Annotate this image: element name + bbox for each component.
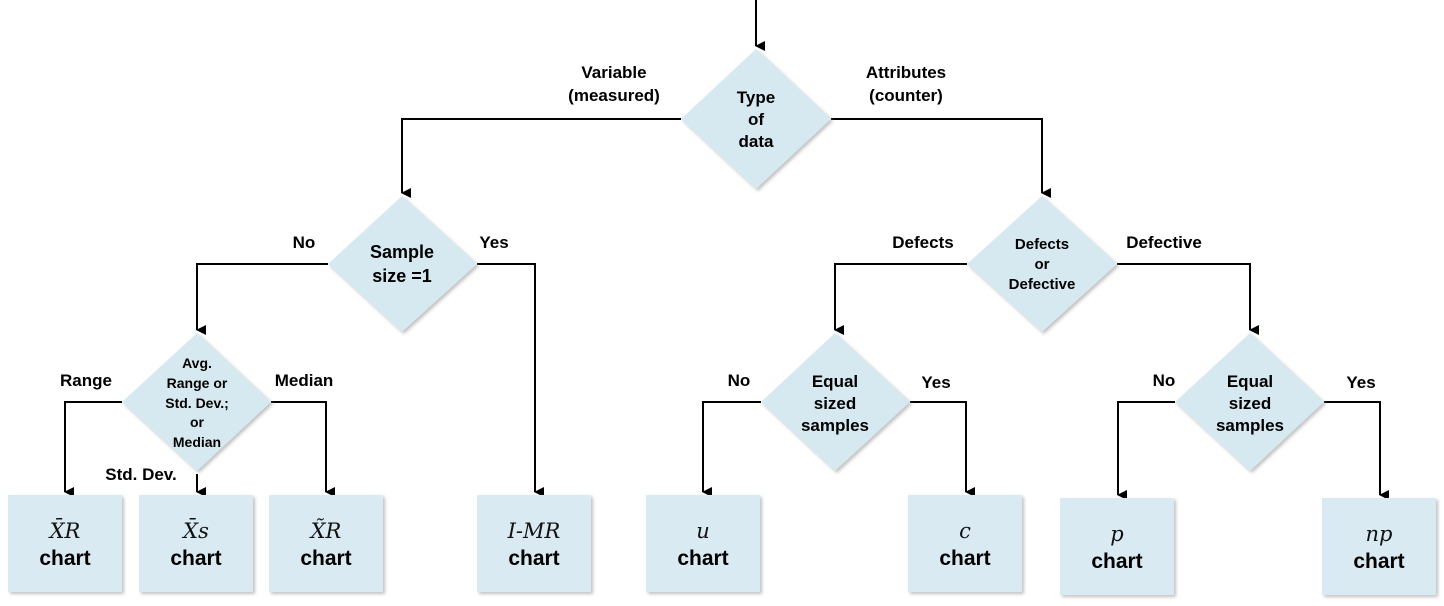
chart-symbol: p	[1110, 522, 1123, 546]
label-variable: Variable	[581, 63, 646, 82]
sample-size-line-1: Sample	[370, 242, 434, 262]
avg-range-line-5: Median	[173, 434, 221, 450]
decision-type-of-data: Type of data	[681, 49, 831, 189]
edge-yes-c	[910, 401, 975, 497]
label-yes-np: Yes	[1346, 373, 1375, 392]
edge-no-u	[702, 401, 761, 497]
equal-sized-right-line-1: Equal	[1227, 372, 1273, 391]
avg-range-line-1: Avg.	[182, 355, 212, 371]
edge-no-p	[1117, 401, 1175, 500]
edge-sample-no	[196, 263, 328, 335]
equal-sized-left-line-3: samples	[801, 416, 869, 435]
chart-box-u: u chart	[646, 495, 760, 592]
label-sample-yes: Yes	[479, 233, 508, 252]
chart-symbol: np	[1366, 522, 1393, 546]
label-defective: Defective	[1126, 233, 1202, 252]
chart-label: chart	[39, 547, 90, 570]
type-of-data-line-1: Type	[737, 88, 775, 107]
equal-sized-left-line-2: sized	[814, 394, 857, 413]
chart-label: chart	[939, 547, 990, 570]
edge-sample-yes	[477, 263, 544, 497]
decision-sample-size: Sample size =1	[328, 196, 477, 332]
label-sample-no: No	[293, 233, 316, 252]
chart-box-np: np chart	[1322, 498, 1436, 595]
chart-label: chart	[1091, 550, 1142, 573]
label-measured: (measured)	[568, 86, 660, 105]
type-of-data-line-2: of	[748, 110, 764, 129]
edge-range	[64, 401, 122, 497]
chart-box-median-r: X̃R chart	[269, 495, 383, 592]
edge-defective	[1117, 263, 1259, 335]
edge-defects	[834, 263, 967, 335]
chart-box-c: c chart	[908, 495, 1022, 592]
label-no-p: No	[1153, 371, 1176, 390]
edge-variable	[401, 118, 681, 198]
avg-range-line-3: Std. Dev.;	[165, 395, 229, 411]
connectors	[64, 0, 1389, 500]
chart-box-i-mr: I-MR chart	[477, 495, 591, 592]
chart-label: chart	[677, 547, 728, 570]
label-median: Median	[275, 371, 334, 390]
equal-sized-right-line-2: sized	[1229, 394, 1272, 413]
label-no-u: No	[728, 371, 751, 390]
label-yes-c: Yes	[921, 373, 950, 392]
chart-box-xbar-r: X̄R chart	[8, 495, 122, 592]
label-range: Range	[60, 371, 112, 390]
sample-size-line-2: size =1	[372, 266, 432, 286]
edge-labels: Variable (measured) Attributes (counter)…	[60, 63, 1376, 484]
decision-equal-sized-samples-u-c: Equal sized samples	[761, 333, 910, 471]
label-std-dev: Std. Dev.	[105, 465, 176, 484]
chart-label: chart	[300, 547, 351, 570]
chart-symbol: X̄R	[48, 518, 81, 543]
decision-avg-range-std-median: Avg. Range or Std. Dev.; or Median	[122, 333, 271, 471]
equal-sized-left-line-1: Equal	[812, 372, 858, 391]
decision-equal-sized-samples-p-np: Equal sized samples	[1175, 333, 1324, 471]
chart-box-xbar-s: X̄s chart	[139, 495, 253, 592]
chart-symbol: I-MR	[507, 519, 561, 543]
label-counter: (counter)	[869, 86, 943, 105]
label-attributes: Attributes	[866, 63, 946, 82]
chart-symbol: c	[959, 519, 971, 543]
avg-range-line-2: Range or	[167, 375, 228, 391]
chart-symbol: X̄s	[181, 518, 209, 543]
chart-symbol: X̃R	[309, 519, 342, 543]
chart-label: chart	[508, 547, 559, 570]
edge-attributes	[831, 118, 1051, 198]
defects-or-defective-line-3: Defective	[1009, 276, 1076, 293]
chart-symbol: u	[696, 519, 710, 543]
equal-sized-right-line-3: samples	[1216, 416, 1284, 435]
edge-yes-np	[1324, 401, 1389, 500]
type-of-data-line-3: data	[739, 132, 775, 151]
avg-range-line-4: or	[190, 414, 205, 430]
defects-or-defective-line-1: Defects	[1015, 236, 1069, 253]
label-defects: Defects	[892, 233, 953, 252]
decision-defects-or-defective: Defects or Defective	[967, 196, 1117, 332]
chart-label: chart	[170, 547, 221, 570]
defects-or-defective-line-2: or	[1035, 256, 1050, 273]
chart-box-p: p chart	[1060, 498, 1174, 595]
chart-label: chart	[1353, 550, 1404, 573]
edge-median	[271, 401, 335, 497]
